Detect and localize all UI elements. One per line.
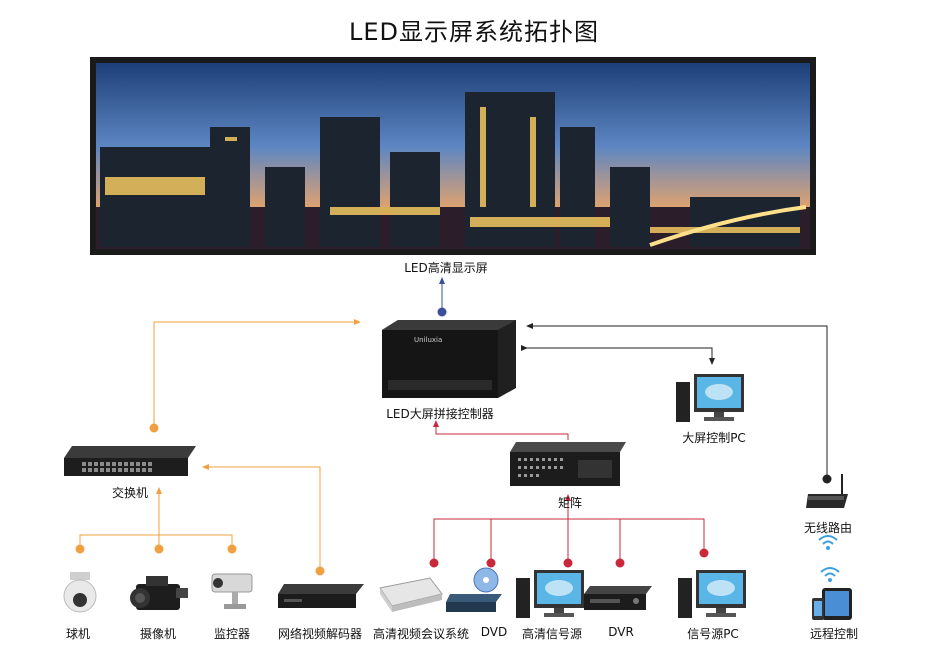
link-dot — [429, 558, 439, 568]
controller-box-icon: Uniluxia — [382, 320, 516, 398]
dvr-box-icon — [584, 586, 652, 610]
network-switch-icon — [64, 446, 196, 476]
monitor-cam-label: 监控器 — [213, 627, 251, 641]
dome-camera-label: 球机 — [65, 627, 91, 641]
hd-source-label: 高清信号源 — [521, 627, 583, 641]
desktop-pc-icon — [676, 374, 744, 422]
switch-label: 交换机 — [111, 486, 149, 500]
page-title: LED显示屏系统拓扑图 — [348, 18, 599, 46]
dvr-label: DVR — [608, 625, 634, 639]
link-dot — [227, 544, 237, 554]
link-dot — [149, 423, 159, 433]
dome-camera-icon — [63, 572, 97, 613]
remote-label: 远程控制 — [809, 627, 859, 641]
link-switch-controller — [153, 319, 361, 428]
link-sources-bus — [433, 518, 705, 563]
cctv-camera-icon — [211, 573, 253, 609]
link-router-controller — [526, 323, 828, 478]
camcorder-label: 摄像机 — [139, 627, 177, 641]
conference-label: 高清视频会议系统 — [372, 627, 470, 641]
dvd-label: DVD — [480, 625, 508, 639]
link-dot — [154, 544, 164, 554]
link-decoder-switch — [202, 464, 321, 571]
wireless-router-icon — [806, 474, 848, 508]
svg-text:Uniluxia: Uniluxia — [414, 336, 442, 344]
matrix-switcher-icon — [510, 442, 626, 486]
panoramic-screen-icon — [90, 57, 816, 255]
link-matrix-controller — [433, 420, 569, 440]
controller-label: LED大屏拼接控制器 — [386, 407, 494, 421]
matrix-label: 矩阵 — [557, 496, 583, 510]
link-dot — [437, 307, 447, 317]
link-dot — [699, 548, 709, 558]
tablet-phone-icon — [812, 588, 852, 620]
conference-unit-icon — [379, 577, 443, 612]
link-dot — [486, 558, 496, 568]
link-pc-controller — [521, 345, 715, 365]
screen-label: LED高清显示屏 — [404, 261, 488, 275]
link-dot — [75, 544, 85, 554]
link-dot — [822, 474, 832, 484]
desktop-pc-icon — [678, 570, 746, 618]
source-pc-label: 信号源PC — [687, 627, 739, 641]
wifi-signal-icon — [818, 535, 838, 550]
link-cameras-bus — [79, 534, 233, 548]
link-dot — [315, 566, 325, 576]
wifi-signal-icon — [820, 567, 840, 582]
video-camera-icon — [130, 576, 188, 610]
decoder-box-icon — [278, 584, 364, 608]
link-dot — [615, 558, 625, 568]
desktop-pc-icon — [516, 570, 584, 618]
decoder-label: 网络视频解码器 — [277, 627, 363, 641]
router-label: 无线路由 — [803, 521, 853, 535]
link-dot — [563, 558, 573, 568]
dvd-player-icon — [446, 567, 502, 612]
control-pc-label: 大屏控制PC — [682, 431, 746, 445]
